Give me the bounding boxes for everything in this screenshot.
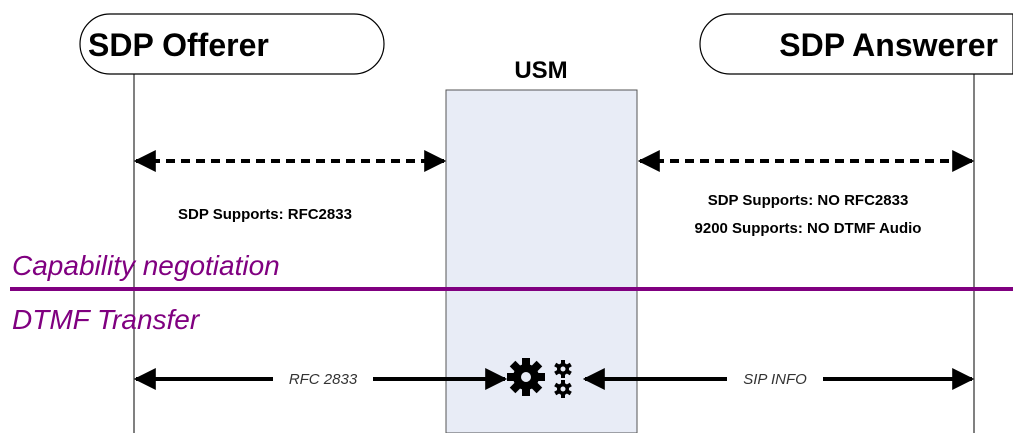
section-capability-negotiation: Capability negotiation <box>12 250 280 281</box>
rfc2833-label-bg <box>273 368 373 388</box>
rfc2833-label: RFC 2833 <box>289 371 358 388</box>
gears-icon <box>507 358 572 398</box>
sip-info-label: SIP INFO <box>743 371 807 388</box>
answerer-box <box>699 13 1013 75</box>
sip-info-label-bg <box>727 368 823 388</box>
usm-box <box>445 89 638 433</box>
section-dtmf-transfer: DTMF Transfer <box>12 304 201 335</box>
offerer-capability-note: SDP Supports: RFC2833 <box>178 206 352 223</box>
offerer-title: SDP Offerer <box>88 27 269 63</box>
answerer-capability-note-2: 9200 Supports: NO DTMF Audio <box>695 220 922 237</box>
answerer-capability-note-1: SDP Supports: NO RFC2833 <box>708 192 909 209</box>
offerer-box <box>79 13 385 75</box>
answerer-title: SDP Answerer <box>779 27 998 63</box>
usm-title: USM <box>514 57 567 84</box>
